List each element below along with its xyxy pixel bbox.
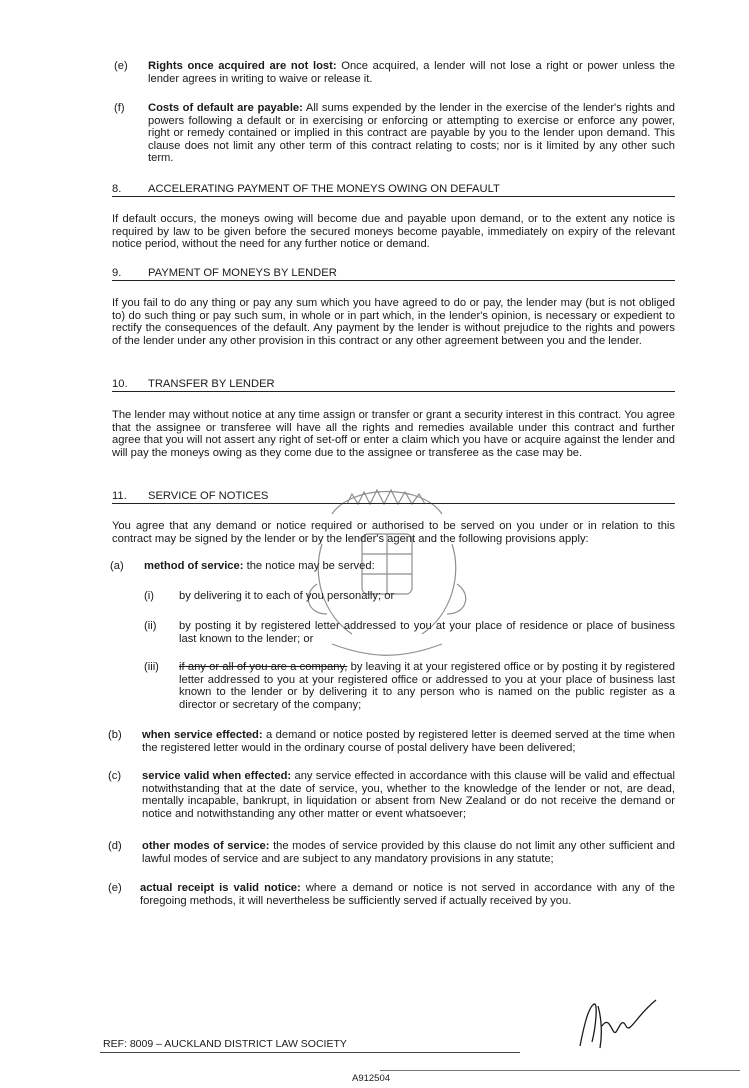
clause-11-intro: You agree that any demand or notice requ… bbox=[112, 520, 675, 545]
clause-marker: (e) bbox=[114, 60, 128, 72]
sub-text: if any or all of you are a company, by l… bbox=[179, 661, 675, 711]
document-number: A912504 bbox=[352, 1073, 391, 1084]
clause-text: the modes of service provided by this cl… bbox=[142, 840, 676, 865]
clause-body: actual receipt is valid notice: where a … bbox=[140, 882, 675, 907]
clause-body: when service effected: a demand or notic… bbox=[142, 729, 675, 754]
clause-9-text: If you fail to do any thing or pay any s… bbox=[112, 297, 675, 347]
sub-text: by delivering it to each of you personal… bbox=[179, 590, 395, 602]
clause-heading: Costs of default are payable: bbox=[148, 102, 303, 114]
clause-heading: actual receipt is valid notice: bbox=[140, 882, 301, 894]
sub-text-body: by leaving it at your registered office … bbox=[179, 661, 675, 711]
clause-body: method of service: the notice may be ser… bbox=[144, 560, 664, 573]
sub-marker: (iii) bbox=[144, 661, 159, 673]
sub-marker: (ii) bbox=[144, 620, 157, 632]
signature-icon bbox=[579, 999, 657, 1049]
clause-text: a demand or notice posted by registered … bbox=[142, 729, 676, 754]
clause-7e: (e) Rights once acquired are not lost: O… bbox=[114, 60, 675, 85]
clause-marker: (d) bbox=[108, 840, 122, 852]
clause-number: 10. bbox=[112, 378, 128, 390]
clause-marker: (a) bbox=[110, 560, 124, 572]
clause-11-heading: 11. SERVICE OF NOTICES bbox=[112, 489, 675, 504]
clause-number: 9. bbox=[112, 267, 122, 279]
footer-reference: REF: 8009 – AUCKLAND DISTRICT LAW SOCIET… bbox=[103, 1038, 347, 1050]
footer-divider bbox=[100, 1052, 520, 1053]
clause-heading: service valid when effected: bbox=[142, 770, 292, 782]
clause-number: 11. bbox=[112, 490, 127, 502]
clause-title: ACCELERATING PAYMENT OF THE MONEYS OWING… bbox=[148, 183, 500, 195]
clause-heading: other modes of service: bbox=[142, 840, 270, 852]
clause-7f: (f) Costs of default are payable: All su… bbox=[114, 102, 675, 165]
clause-marker: (e) bbox=[108, 882, 122, 894]
clause-heading: Rights once acquired are not lost: bbox=[148, 60, 337, 72]
sub-text: by posting it by registered letter addre… bbox=[179, 620, 675, 645]
clause-text: any service effected in accordance with … bbox=[142, 770, 676, 820]
clause-body: service valid when effected: any service… bbox=[142, 770, 675, 820]
clause-9-heading: 9. PAYMENT OF MONEYS BY LENDER bbox=[112, 266, 675, 281]
clause-heading: method of service: bbox=[144, 560, 244, 572]
clause-text: Once acquired, a lender will not lose a … bbox=[148, 60, 676, 85]
struck-text: if any or all of you are a company, bbox=[179, 661, 348, 673]
clause-title: SERVICE OF NOTICES bbox=[148, 490, 269, 502]
clause-10-heading: 10. TRANSFER BY LENDER bbox=[112, 377, 675, 392]
clause-body: other modes of service: the modes of ser… bbox=[142, 840, 675, 865]
clause-title: TRANSFER BY LENDER bbox=[148, 378, 275, 390]
clause-number: 8. bbox=[112, 183, 122, 195]
official-seal-icon bbox=[307, 488, 467, 656]
clause-marker: (f) bbox=[114, 102, 125, 114]
clause-text: where a demand or notice is not served i… bbox=[140, 882, 675, 907]
footer-divider-lower bbox=[380, 1070, 740, 1071]
clause-body: Rights once acquired are not lost: Once … bbox=[148, 60, 675, 85]
sub-marker: (i) bbox=[144, 590, 154, 602]
clause-marker: (c) bbox=[108, 770, 122, 782]
clause-8-text: If default occurs, the moneys owing will… bbox=[112, 213, 675, 251]
clause-text: the notice may be served: bbox=[246, 560, 375, 572]
clause-8-heading: 8. ACCELERATING PAYMENT OF THE MONEYS OW… bbox=[112, 182, 675, 197]
clause-text: All sums expended by the lender in the e… bbox=[148, 102, 675, 165]
clause-10-text: The lender may without notice at any tim… bbox=[112, 409, 675, 459]
clause-body: Costs of default are payable: All sums e… bbox=[148, 102, 675, 165]
clause-heading: when service effected: bbox=[142, 729, 263, 741]
clause-marker: (b) bbox=[108, 729, 122, 741]
clause-title: PAYMENT OF MONEYS BY LENDER bbox=[148, 267, 337, 279]
